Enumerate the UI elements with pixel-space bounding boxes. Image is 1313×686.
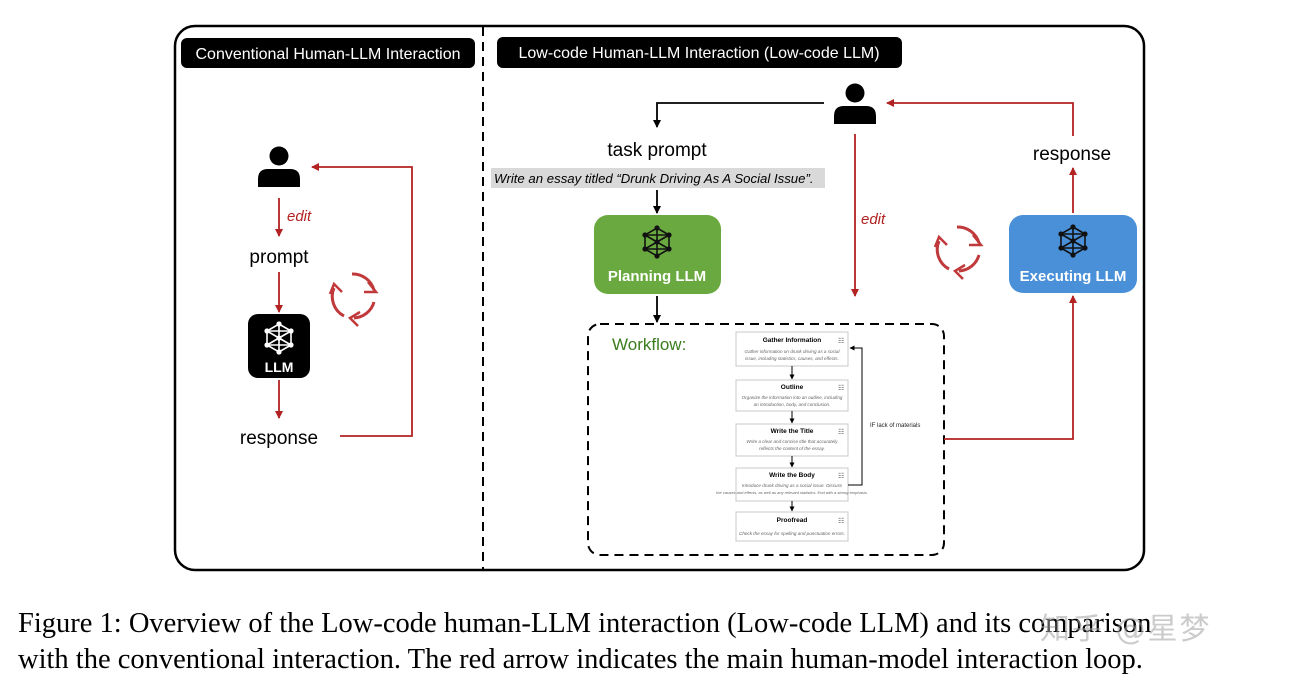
step-title: Outline bbox=[781, 384, 804, 391]
step-title: Write the Body bbox=[769, 472, 815, 479]
step-card: Proofread Check the essay for spelling a… bbox=[735, 511, 849, 542]
edit-label-left: edit bbox=[287, 208, 312, 225]
menu-icon: ☷ bbox=[838, 338, 844, 345]
diagram: Conventional Human-LLM Interaction edit … bbox=[173, 24, 1146, 572]
edit-label-right: edit bbox=[861, 211, 886, 228]
person-icon bbox=[834, 83, 876, 124]
step-card: Gather Information Gather information on… bbox=[735, 331, 849, 367]
loop-label: IF lack of materials bbox=[870, 423, 920, 429]
step-desc: Gather information on drunk driving as a… bbox=[745, 349, 841, 354]
step-card: Outline Organize the information into an… bbox=[735, 379, 849, 412]
step-title: Proofread bbox=[777, 517, 808, 524]
task-example: Write an essay titled “Drunk Driving As … bbox=[494, 171, 814, 186]
menu-icon: ☷ bbox=[838, 385, 844, 392]
menu-icon: ☷ bbox=[838, 518, 844, 525]
left-title-badge bbox=[181, 38, 475, 68]
caption-line-1: Figure 1: Overview of the Low-code human… bbox=[18, 608, 1152, 639]
response-label-left: response bbox=[240, 428, 318, 449]
task-prompt-label: task prompt bbox=[607, 140, 707, 161]
step-desc: Check the essay for spelling and punctua… bbox=[739, 531, 845, 536]
cycle-arrows-icon bbox=[328, 272, 378, 328]
caption-line-2: with the conventional interaction. The r… bbox=[18, 644, 1143, 675]
step-desc: Introduce drunk driving as a social issu… bbox=[742, 483, 843, 488]
response-label-right: response bbox=[1033, 144, 1111, 165]
menu-icon: ☷ bbox=[838, 429, 844, 436]
prompt-label: prompt bbox=[249, 247, 309, 268]
task-example-bg bbox=[491, 168, 825, 188]
feedback-loop-left bbox=[311, 163, 413, 437]
menu-icon: ☷ bbox=[838, 473, 844, 480]
step-title: Gather Information bbox=[763, 337, 822, 344]
person-to-task-arrow bbox=[653, 102, 824, 128]
step-desc: an introduction, body, and conclusion. bbox=[754, 402, 831, 407]
workflow-label: Workflow: bbox=[612, 335, 686, 354]
cycle-arrows-icon bbox=[933, 225, 983, 281]
planning-llm-label: Planning LLM bbox=[608, 268, 706, 285]
watermark: 知乎 @星梦 bbox=[1040, 612, 1212, 647]
response-to-person-arrow bbox=[886, 99, 1074, 136]
step-desc: Organize the information into an outline… bbox=[742, 395, 843, 400]
figure-caption: Figure 1: Overview of the Low-code human… bbox=[18, 606, 1308, 678]
person-icon bbox=[258, 146, 300, 187]
step-card: Write the Body Introduce drunk driving a… bbox=[716, 467, 868, 502]
step-card: Write the Title Write a clear and concis… bbox=[735, 423, 849, 457]
step-desc: the causes and effects, as well as any r… bbox=[716, 490, 868, 495]
workflow-loop-arrow bbox=[848, 345, 863, 486]
step-title: Write the Title bbox=[771, 428, 814, 435]
step-desc: Write a clear and concise title that acc… bbox=[746, 439, 838, 444]
workflow-to-executing-arrow bbox=[944, 295, 1077, 440]
left-title: Conventional Human-LLM Interaction bbox=[195, 46, 460, 63]
step-desc: issue, including statistics, causes, and… bbox=[745, 356, 839, 361]
outer-frame bbox=[173, 24, 1146, 572]
right-title: Low-code Human-LLM Interaction (Low-code… bbox=[518, 45, 879, 62]
right-title-badge bbox=[497, 37, 902, 68]
step-desc: reflects the content of the essay. bbox=[759, 446, 825, 451]
llm-label: LLM bbox=[265, 359, 294, 375]
executing-llm-label: Executing LLM bbox=[1020, 268, 1127, 285]
